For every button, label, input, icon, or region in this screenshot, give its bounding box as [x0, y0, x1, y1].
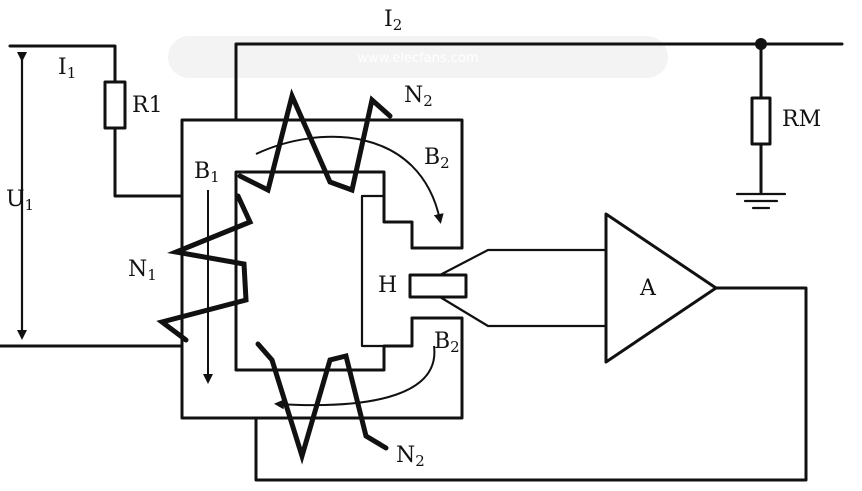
watermark-bar: [168, 36, 668, 78]
coil-n1: [156, 193, 254, 343]
hall-element: [408, 273, 468, 299]
core-outer: [180, 118, 464, 420]
label-n1: N1: [128, 257, 157, 284]
label-hall: H: [378, 273, 397, 298]
label-b1: B1: [194, 159, 220, 186]
label-n2-bottom: N2: [396, 443, 425, 470]
core-inner: [234, 170, 414, 372]
label-rm: RM: [782, 107, 821, 132]
label-n2-top: N2: [404, 83, 433, 110]
coil-n2-bottom: [255, 341, 389, 465]
feedback-wire: [254, 286, 808, 482]
label-b2-top: B2: [424, 145, 450, 172]
secondary-top-wire: [234, 42, 844, 120]
resistor-r1: [103, 80, 127, 130]
secondary-circuit: [234, 38, 844, 482]
label-r1: R1: [132, 93, 163, 118]
ground-symbol: [735, 192, 787, 210]
label-b2-bottom: B2: [434, 329, 460, 356]
hall-lead-bottom: [438, 295, 608, 328]
label-amplifier: A: [639, 276, 657, 301]
label-u1: U1: [6, 187, 34, 214]
hall-lead-top: [438, 248, 608, 277]
flux-arrow-b2-top: [255, 135, 444, 224]
amplifier-a: [604, 212, 718, 364]
flux-arrow-b2-bottom: [274, 345, 436, 410]
core-gap-edge: [360, 194, 386, 348]
watermark-text: www.elecfans.com: [357, 51, 478, 66]
magnetic-core: [180, 118, 464, 420]
primary-top-wire: [8, 44, 117, 84]
resistor-rm: [750, 96, 772, 146]
label-i2: I2: [384, 7, 402, 34]
label-i1: I1: [58, 55, 76, 82]
r1-to-core-wire: [113, 126, 184, 198]
primary-circuit: [0, 44, 184, 348]
coil-n2-top: [237, 88, 393, 194]
